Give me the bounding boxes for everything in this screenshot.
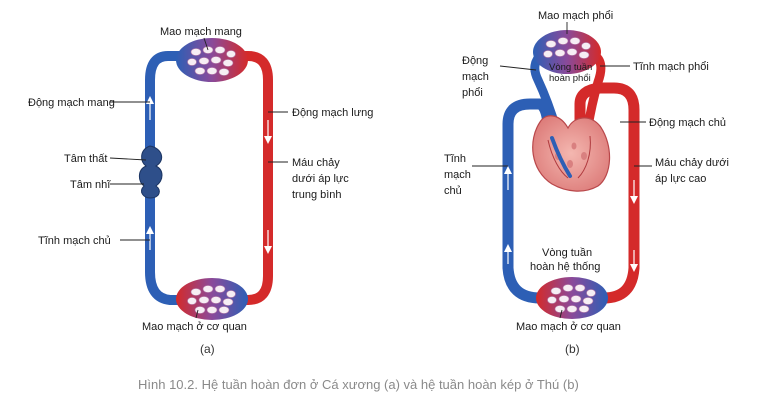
flow-arrow-a2 (264, 136, 272, 144)
label-ventricle: Tâm thất (64, 153, 107, 165)
heart-blue-inner (550, 136, 572, 178)
label-aorta: Động mạch chủ (649, 117, 726, 129)
fish-heart (138, 145, 163, 199)
label-vena-cava-b-3: chủ (444, 185, 462, 197)
organ-capillary-bed-a (176, 278, 248, 320)
vessel-b-red-systemic (574, 82, 640, 304)
gill-capillary-bed (176, 38, 248, 82)
mammal-heart (532, 115, 611, 192)
flow-arrow-b4 (504, 244, 512, 252)
label-pulmonary-circuit-2: hoàn phổi (549, 73, 591, 84)
label-vena-cava-a: Tĩnh mạch chủ (38, 235, 111, 247)
label-pressure-a-3: trung bình (292, 189, 342, 201)
label-pulmonary-artery-2: mạch (462, 71, 489, 83)
flow-arrow-a1 (146, 226, 154, 234)
label-pressure-b-1: Máu chảy dưới (655, 157, 729, 169)
label-vena-cava-b-1: Tĩnh (444, 153, 466, 165)
label-gill-capillaries: Mao mạch mang (160, 26, 242, 38)
label-pulmonary-circuit-1: Vòng tuần (549, 62, 592, 73)
diagram-b: Mao mạch phổi Động mạch phổi Vòng tuần h… (444, 10, 729, 356)
sublabel-b: (b) (565, 342, 580, 356)
label-pressure-a-1: Máu chảy (292, 157, 340, 169)
label-systemic-circuit-1: Vòng tuần (542, 247, 592, 259)
label-pressure-b-2: áp lực cao (655, 173, 706, 185)
label-organ-capillaries-b: Mao mạch ở cơ quan (516, 321, 621, 333)
label-gill-artery: Động mạch mang (28, 97, 115, 109)
vessel-b-blue-systemic (502, 98, 554, 304)
label-pulmonary-vein: Tĩnh mạch phổi (633, 61, 709, 73)
label-systemic-circuit-2: hoàn hệ thống (530, 261, 600, 273)
label-vena-cava-b-2: mạch (444, 169, 471, 181)
label-dorsal-aorta: Động mạch lưng (292, 107, 373, 119)
flow-arrow-b3 (630, 264, 638, 272)
vessel-a-red (235, 51, 273, 305)
sublabel-a: (a) (200, 342, 215, 356)
label-atrium: Tâm nhĩ (70, 179, 111, 191)
label-pulmonary-artery-3: phổi (462, 87, 483, 99)
label-organ-capillaries-a: Mao mạch ở cơ quan (142, 321, 247, 333)
label-lung-capillaries: Mao mạch phổi (538, 10, 613, 22)
organ-capillary-bed-b (536, 277, 608, 319)
label-pulmonary-artery-1: Động (462, 55, 488, 67)
flow-arrow-b1 (504, 166, 512, 174)
lung-capillary-bed (533, 30, 601, 74)
label-pressure-a-2: dưới áp lực (292, 173, 349, 185)
figure-caption: Hình 10.2. Hệ tuần hoàn đơn ở Cá xương (… (138, 377, 579, 392)
flow-arrow-b2 (630, 196, 638, 204)
diagram-a: Mao mạch mang Động mạch mang Động mạch l… (28, 26, 373, 356)
flow-arrow-a3 (264, 246, 272, 254)
